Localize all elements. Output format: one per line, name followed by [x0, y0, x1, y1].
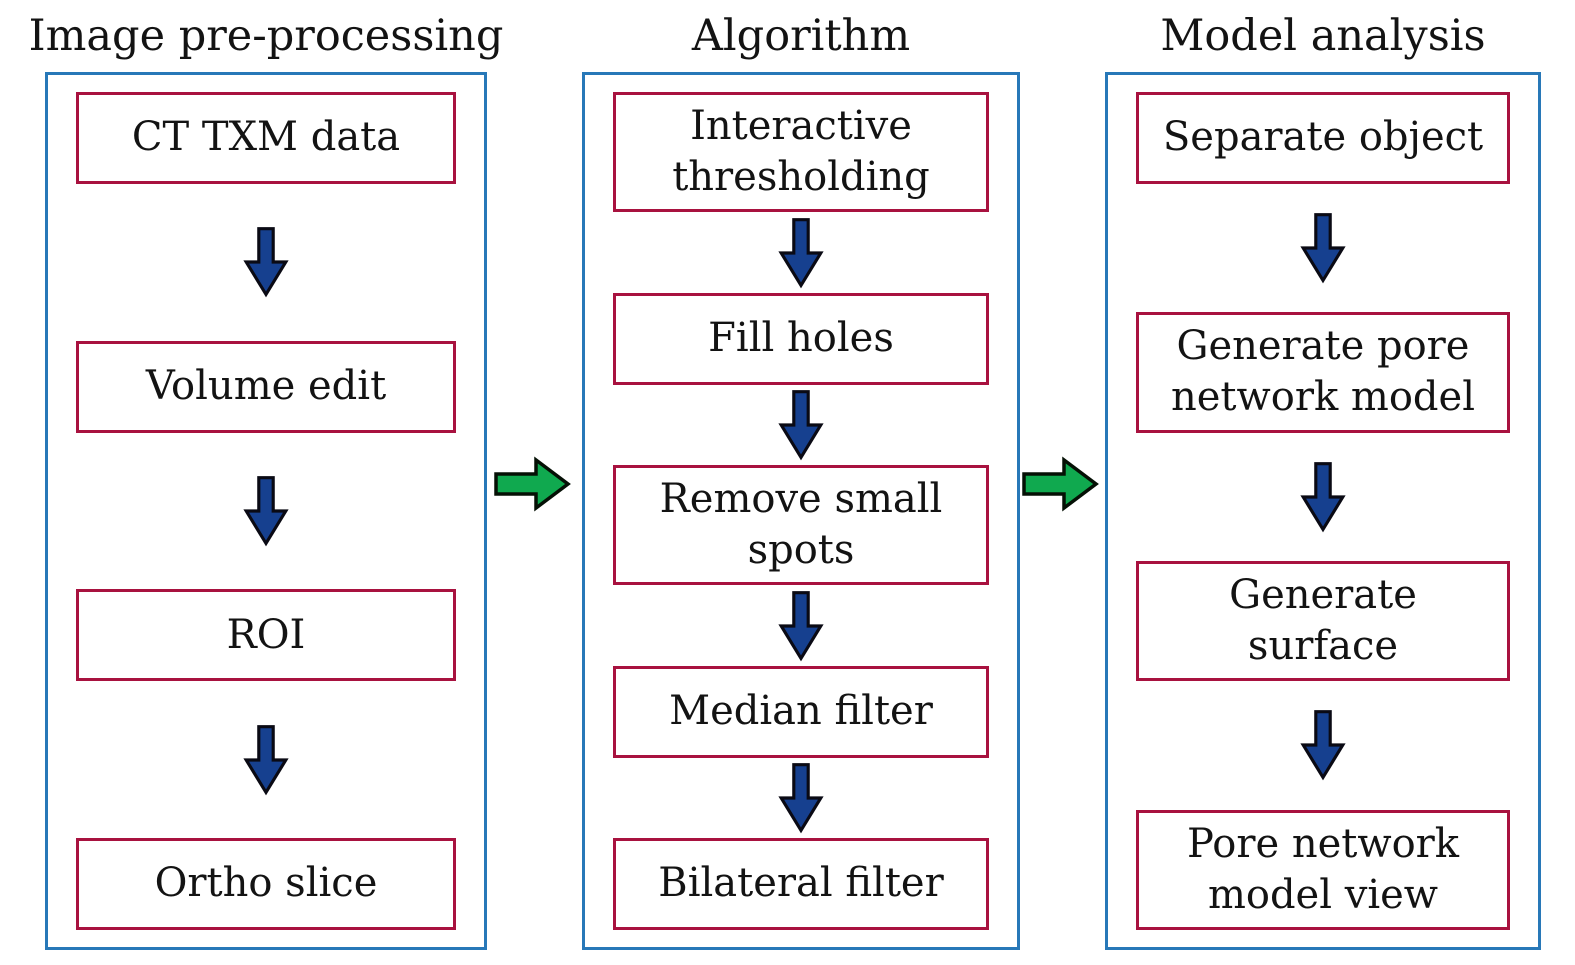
down-arrow-icon: [778, 389, 824, 461]
down-arrow-icon: [1300, 213, 1346, 284]
flow-step-bilateral-filter: Bilateral filter: [613, 838, 989, 930]
flow-step-separate-object: Separate object: [1136, 92, 1510, 184]
flow-step-generate-pore-network-model: Generate pore network model: [1136, 312, 1510, 433]
column-algorithm: Algorithm Interactive thresholding Fill …: [582, 0, 1020, 950]
right-arrow-icon: [1022, 456, 1099, 512]
column-model-analysis: Model analysis Separate object Generate …: [1105, 0, 1541, 950]
down-arrow-icon: [1300, 710, 1346, 781]
down-arrow-icon: [243, 227, 289, 298]
down-arrow-icon: [1300, 461, 1346, 533]
column-container-algorithm: Interactive thresholding Fill holes Remo…: [582, 72, 1020, 950]
down-arrow-icon: [778, 590, 824, 661]
column-container-model-analysis: Separate object Generate pore network mo…: [1105, 72, 1541, 950]
down-arrow-icon: [778, 217, 824, 288]
flow-step-generate-surface: Generate surface: [1136, 560, 1510, 682]
flow-step-ct-txm-data: CT TXM data: [76, 92, 456, 184]
flow-step-roi: ROI: [76, 589, 456, 682]
flow-step-median-filter: Median filter: [613, 665, 989, 758]
flow-step-interactive-thresholding: Interactive thresholding: [613, 92, 989, 213]
flow-step-fill-holes: Fill holes: [613, 292, 989, 385]
flow-step-pore-network-model-view: Pore network model view: [1136, 809, 1510, 930]
down-arrow-icon: [778, 762, 824, 834]
column-title-model-analysis: Model analysis: [1160, 11, 1486, 61]
column-container-image-pre-processing: CT TXM data Volume edit ROI Ortho slice: [45, 72, 487, 950]
flow-step-remove-small-spots: Remove small spots: [613, 465, 989, 586]
down-arrow-icon: [243, 476, 289, 547]
column-title-image-pre-processing: Image pre-processing: [28, 11, 504, 61]
flow-step-ortho-slice: Ortho slice: [76, 837, 456, 930]
flow-step-volume-edit: Volume edit: [76, 340, 456, 433]
right-arrow-icon: [494, 456, 571, 512]
column-title-algorithm: Algorithm: [691, 11, 911, 61]
down-arrow-icon: [243, 724, 289, 796]
column-image-pre-processing: Image pre-processing CT TXM data Volume …: [28, 0, 504, 950]
